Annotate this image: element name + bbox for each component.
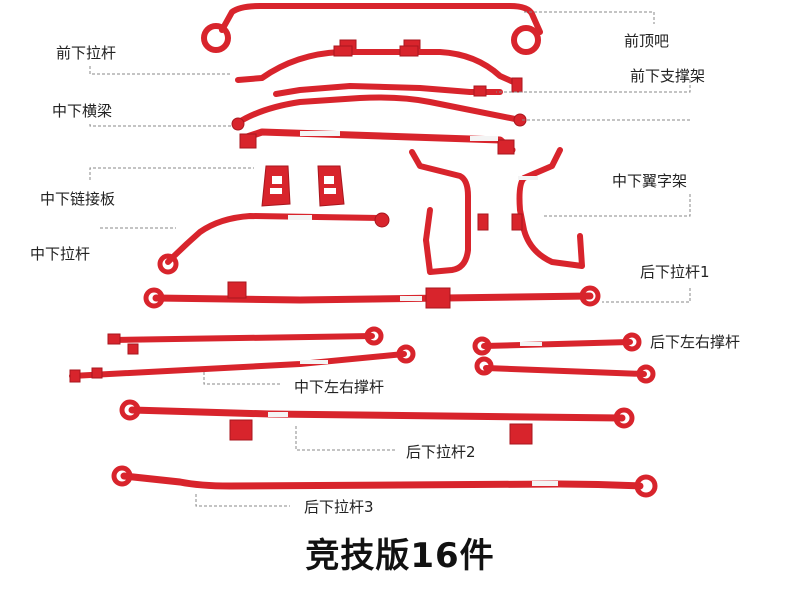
mid-lower-lr-struts: [69, 326, 416, 383]
front-lower-brace: [231, 83, 527, 131]
front-top-bar: [201, 3, 543, 55]
rear-lower-tie-bar-3: [111, 465, 658, 498]
page-title: 竞技版16件: [305, 536, 495, 576]
label-mid-lower-plate: 中下链接板: [40, 190, 116, 208]
label-rear-lower-tie-1: 后下拉杆1: [640, 263, 710, 281]
label-rear-lower-tie-2: 后下拉杆2: [406, 443, 476, 461]
label-mid-lower-beam: 中下横梁: [52, 102, 113, 120]
mid-lower-beam: [239, 128, 516, 155]
label-front-top-bar: 前顶吧: [624, 32, 670, 50]
front-lower-tie-bar: [235, 45, 523, 93]
label-mid-lower-tie: 中下拉杆: [30, 245, 91, 263]
label-rear-lower-lr: 后下左右撑杆: [650, 333, 741, 351]
rear-lower-lr-struts: [472, 332, 656, 384]
label-front-lower-brace: 前下支撑架: [630, 67, 706, 85]
label-mid-lower-wing: 中下翼字架: [612, 172, 688, 190]
mid-lower-plates: [261, 165, 345, 207]
label-mid-lower-lr: 中下左右撑杆: [294, 378, 385, 396]
label-front-lower-tie: 前下拉杆: [56, 44, 117, 62]
leader-lines: [89, 11, 691, 507]
mid-lower-wing-brackets: [409, 147, 585, 275]
mid-lower-tie-bar: [157, 212, 390, 275]
rear-lower-tie-bar-1: [143, 281, 601, 309]
rear-lower-tie-bar-2: [119, 399, 635, 445]
label-rear-lower-tie-3: 后下拉杆3: [304, 498, 374, 516]
